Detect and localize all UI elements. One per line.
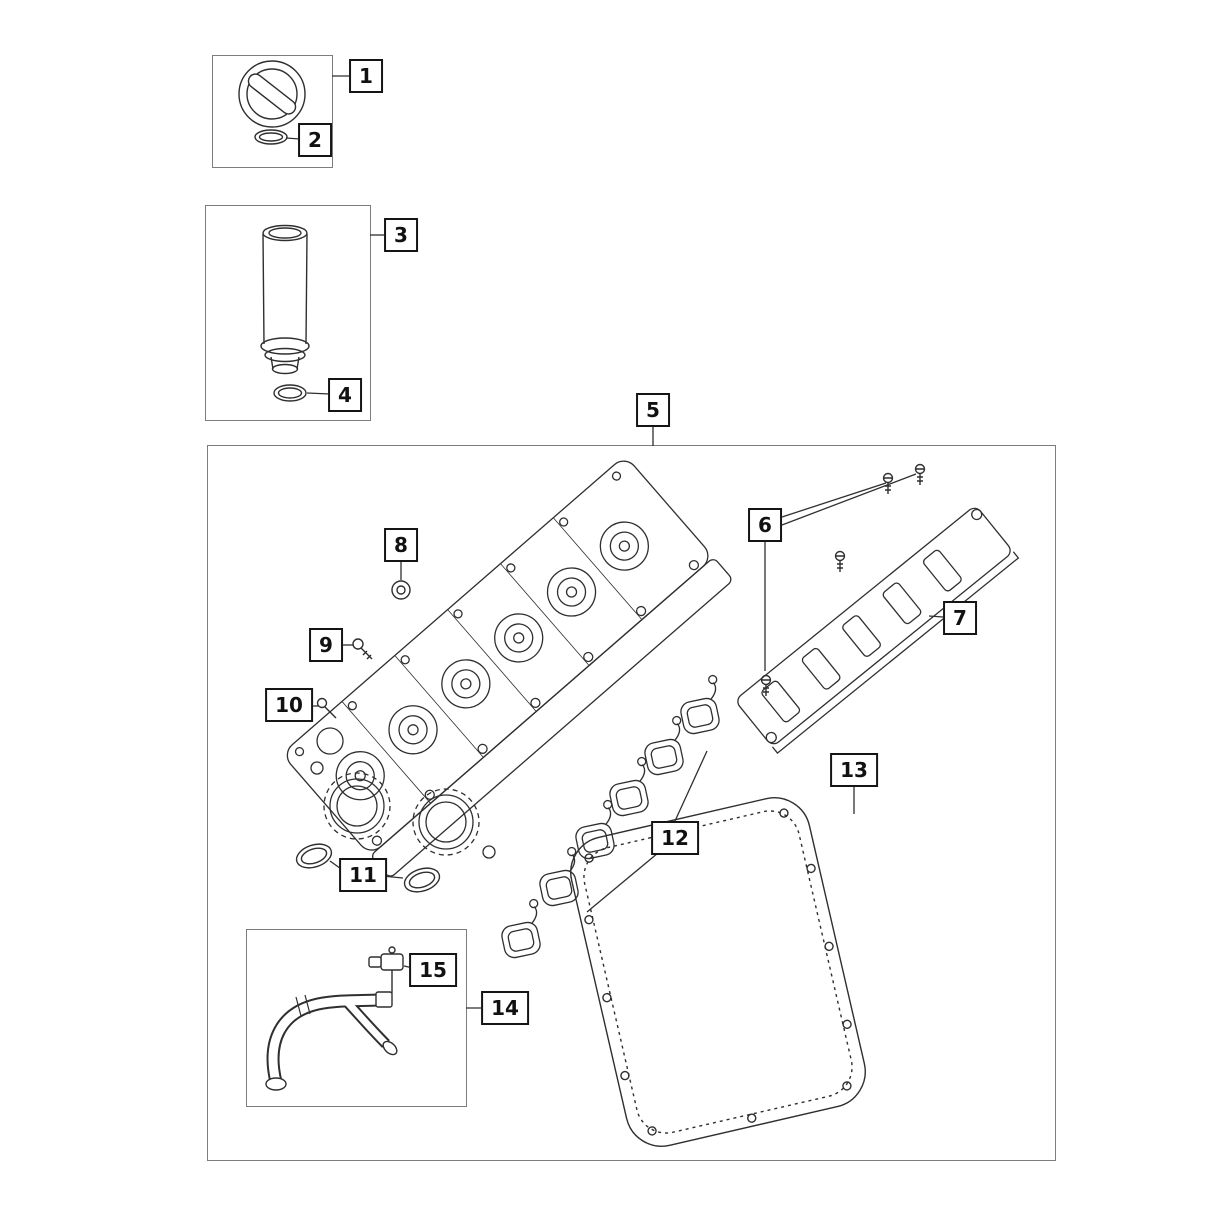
callout-7[interactable]: 7 <box>943 601 977 635</box>
bolt-drawing <box>352 638 373 660</box>
valve-cover-assembly-box <box>207 445 1056 1161</box>
breather-hose-group-box <box>246 929 467 1107</box>
filler-tube-drawing <box>260 224 310 375</box>
callout-9[interactable]: 9 <box>309 628 343 662</box>
callout-15[interactable]: 15 <box>409 953 457 987</box>
oil-cap-group-box <box>212 55 333 168</box>
filler-tube-group-box <box>205 205 371 421</box>
vent-sensor-drawing <box>391 580 411 600</box>
tube-oring-drawing <box>273 384 307 402</box>
mounting-screws-drawing <box>760 463 926 696</box>
callout-11[interactable]: 11 <box>339 858 387 892</box>
breather-hose-drawing <box>265 991 398 1091</box>
callout-6[interactable]: 6 <box>748 508 782 542</box>
callout-3[interactable]: 3 <box>384 218 418 252</box>
callout-10[interactable]: 10 <box>265 688 313 722</box>
cap-oring-drawing <box>254 129 288 145</box>
callout-4[interactable]: 4 <box>328 378 362 412</box>
oil-filler-cap-drawing <box>238 60 306 128</box>
valve-cover-gasket-drawing <box>570 797 866 1147</box>
callout-1[interactable]: 1 <box>349 59 383 93</box>
port-orings-drawing <box>295 843 441 893</box>
callout-14[interactable]: 14 <box>481 991 529 1025</box>
stud-drawing <box>316 697 337 719</box>
callout-2[interactable]: 2 <box>298 123 332 157</box>
valve-cover-drawing <box>286 460 732 877</box>
callout-12[interactable]: 12 <box>651 821 699 855</box>
callout-5[interactable]: 5 <box>636 393 670 427</box>
heat-shield-drawing <box>737 507 1020 754</box>
intake-gaskets-drawing <box>501 674 720 959</box>
callout-8[interactable]: 8 <box>384 528 418 562</box>
callout-13[interactable]: 13 <box>830 753 878 787</box>
map-sensor-drawing <box>368 946 404 993</box>
